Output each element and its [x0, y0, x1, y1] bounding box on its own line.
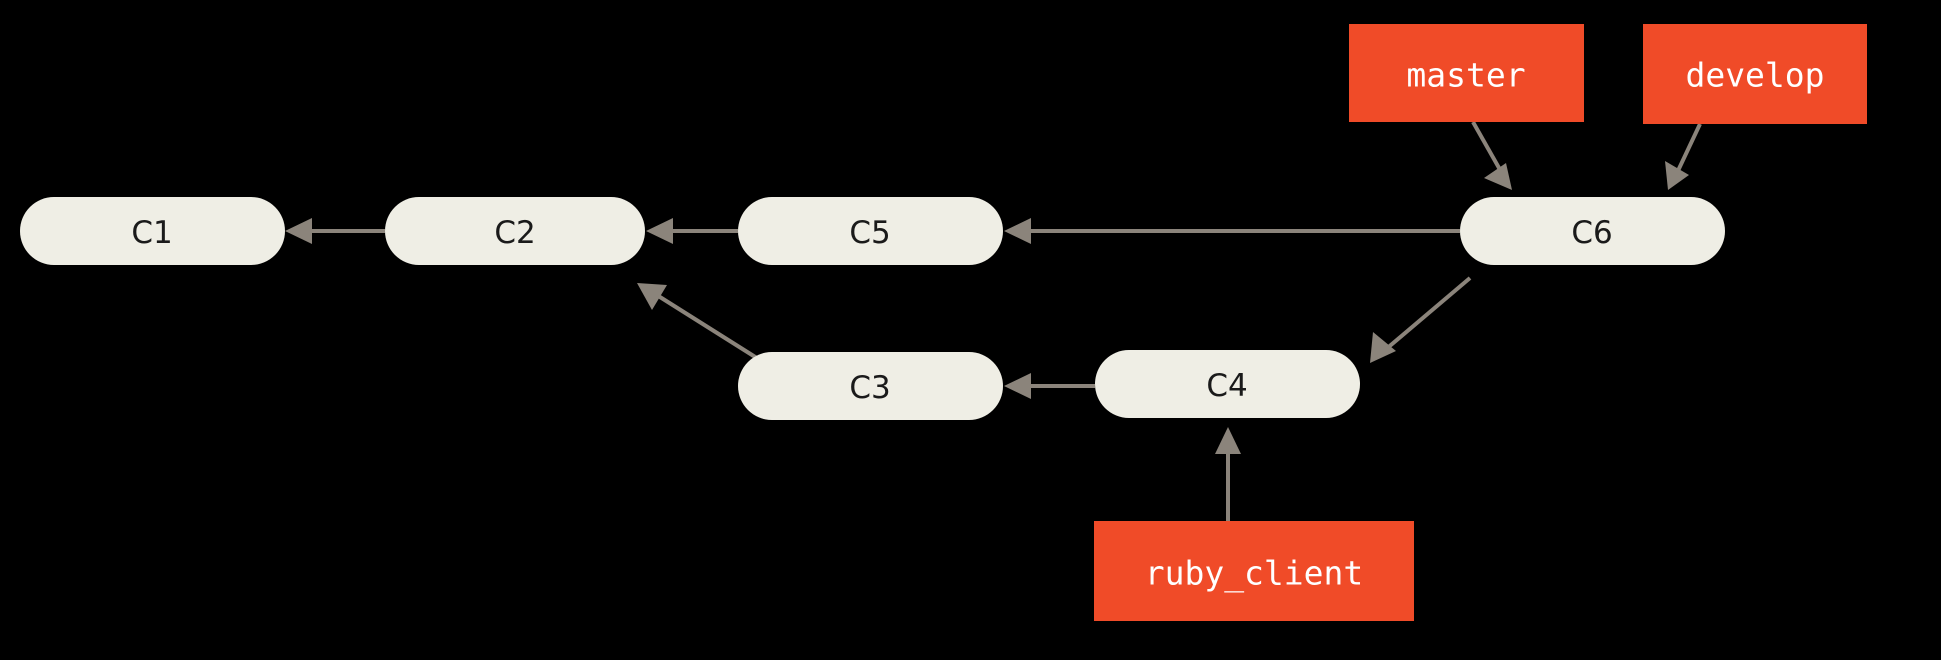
commit-label: C5 — [849, 215, 890, 251]
commits-layer: C1 C2 C5 C6 C3 C4 — [20, 197, 1725, 420]
edge-c5-to-c2 — [646, 218, 738, 244]
commit-shape[interactable] — [20, 197, 285, 265]
edge-c4-to-c3 — [1004, 373, 1095, 399]
commit-shape[interactable] — [1095, 350, 1360, 418]
branch-label-develop[interactable]: develop — [1643, 24, 1867, 124]
commit-label: C1 — [131, 215, 172, 251]
commit-node-c4[interactable]: C4 — [1095, 350, 1360, 418]
edge-c6-to-c5 — [1004, 218, 1460, 244]
branch-label-text: master — [1406, 56, 1525, 95]
branch-label-text: ruby_client — [1145, 554, 1364, 594]
arrowhead-icon — [1665, 161, 1689, 190]
branch-label-ruby-client[interactable]: ruby_client — [1094, 521, 1414, 621]
commit-shape[interactable] — [385, 197, 645, 265]
commit-node-c1[interactable]: C1 — [20, 197, 285, 265]
branch-box[interactable] — [1349, 24, 1584, 122]
commit-node-c3[interactable]: C3 — [738, 352, 1003, 420]
commit-shape[interactable] — [738, 352, 1003, 420]
edge-c6-to-c4 — [1370, 276, 1472, 363]
edges-layer — [285, 121, 1702, 521]
branch-label-master[interactable]: master — [1349, 24, 1584, 122]
arrowhead-icon — [1215, 427, 1241, 454]
edge-c2-to-c1 — [285, 218, 385, 244]
arrowhead-icon — [646, 218, 673, 244]
edge-c3-to-c2 — [637, 283, 762, 362]
arrowhead-icon — [1484, 163, 1512, 190]
arrowhead-icon — [637, 283, 667, 310]
arrowhead-icon — [1004, 373, 1031, 399]
commit-node-c5[interactable]: C5 — [738, 197, 1003, 265]
edge-line — [650, 290, 762, 362]
commit-node-c6[interactable]: C6 — [1460, 197, 1725, 265]
edge-line — [1383, 276, 1472, 352]
arrowhead-icon — [1370, 332, 1396, 363]
edge-rubyclient-to-c4 — [1215, 427, 1241, 521]
commit-node-c2[interactable]: C2 — [385, 197, 645, 265]
edge-line — [1471, 121, 1505, 176]
edge-master-to-c6 — [1471, 121, 1512, 190]
branch-box[interactable] — [1643, 24, 1867, 124]
branch-label-text: develop — [1685, 56, 1824, 95]
commit-label: C2 — [494, 215, 535, 251]
commit-label: C6 — [1571, 215, 1612, 251]
edge-line — [1674, 123, 1702, 176]
edge-develop-to-c6 — [1665, 123, 1702, 190]
branches-layer: master develop ruby_client — [1094, 24, 1867, 621]
branch-box[interactable] — [1094, 521, 1414, 621]
arrowhead-icon — [1004, 218, 1031, 244]
commit-label: C3 — [849, 370, 890, 406]
commit-shape[interactable] — [738, 197, 1003, 265]
commit-shape[interactable] — [1460, 197, 1725, 265]
commit-label: C4 — [1206, 368, 1247, 404]
arrowhead-icon — [285, 218, 312, 244]
